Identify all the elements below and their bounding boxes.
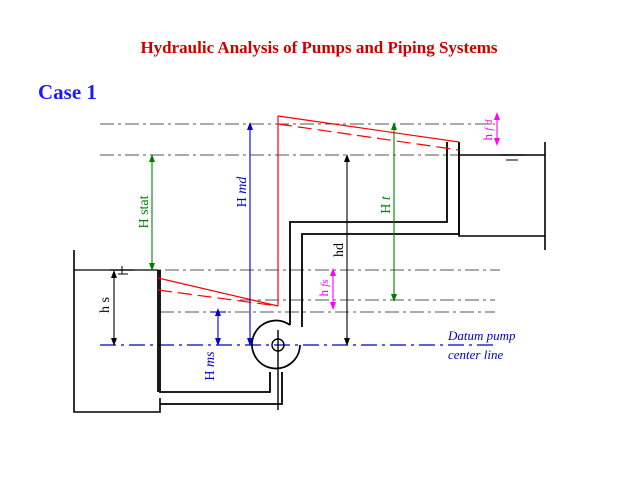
h-md-label: H md	[235, 176, 250, 208]
suction-hgl-solid	[157, 277, 279, 307]
case-label: Case 1	[38, 80, 97, 104]
discharge-hgl-solid	[277, 115, 460, 143]
suction-tank	[73, 250, 161, 413]
h-fs-label: h fs	[316, 279, 331, 296]
h-fd-sub: f d	[483, 119, 495, 131]
hd-label: hd	[332, 243, 347, 257]
h-fd-prefix: h	[480, 134, 495, 141]
datum-label-line2: center line	[448, 347, 503, 362]
energy-grade-lines	[157, 115, 460, 307]
h-s-label: h s	[98, 297, 113, 313]
discharge-tank	[458, 142, 546, 250]
discharge-hgl-dashed	[277, 123, 460, 151]
h-ms-label: H ms	[203, 351, 218, 381]
suction-hgl-dashed	[157, 289, 279, 307]
datum-label-line1: Datum pump	[447, 328, 516, 343]
h-md-sub: md	[235, 176, 250, 194]
h-t-prefix: H	[379, 204, 394, 214]
h-fs-sub: fs	[319, 279, 331, 286]
h-md-prefix: H	[235, 197, 250, 207]
h-t-label: H t	[379, 195, 394, 214]
h-ms-prefix: H	[203, 370, 218, 380]
h-t-sub: t	[379, 195, 394, 200]
suction-pipe	[157, 270, 283, 405]
h-fd-label: h f d	[480, 119, 495, 141]
pump	[251, 316, 303, 410]
h-fs-prefix: h	[316, 290, 331, 297]
h-stat-label: H stat	[137, 195, 152, 228]
diagram-title: Hydraulic Analysis of Pumps and Piping S…	[140, 38, 498, 57]
h-ms-sub: ms	[203, 351, 218, 367]
